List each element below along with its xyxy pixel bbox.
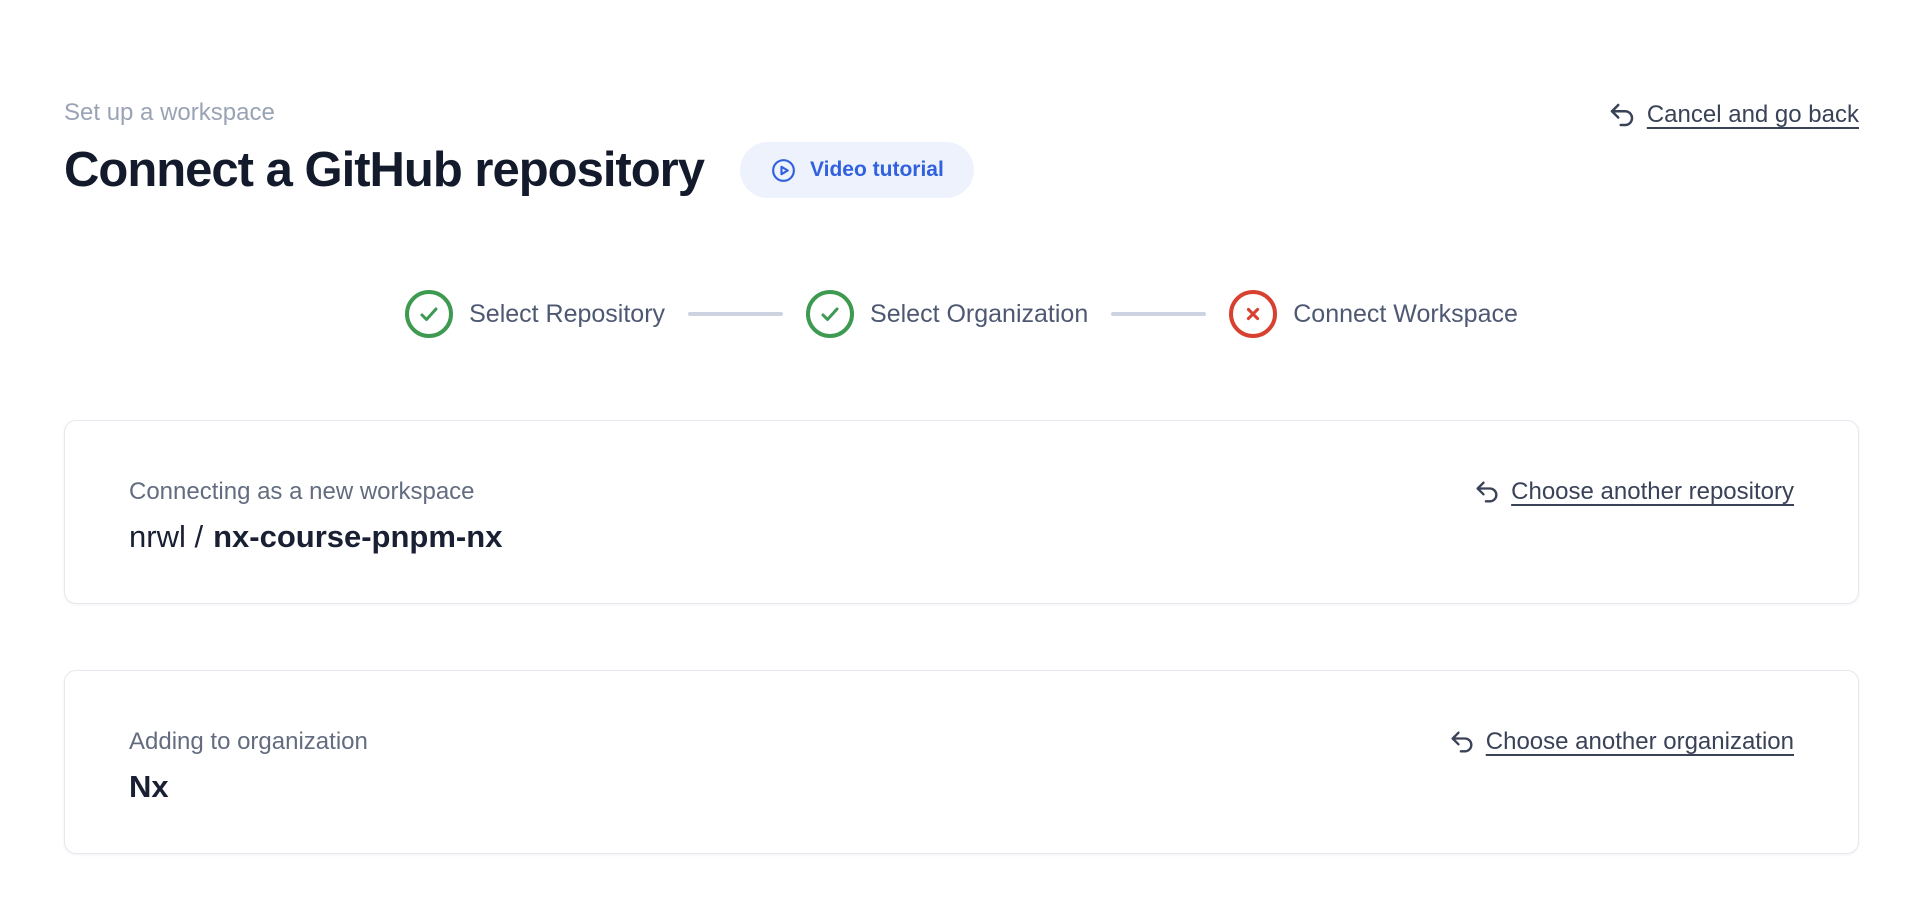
step-label: Select Organization (870, 299, 1089, 328)
organization-card-label: Adding to organization (129, 728, 368, 755)
undo-arrow-icon (1607, 100, 1637, 130)
step-label: Connect Workspace (1293, 299, 1518, 328)
repository-repo: nx-course-pnpm-nx (213, 519, 503, 554)
step-connect-workspace: Connect Workspace (1229, 290, 1518, 338)
title-row: Connect a GitHub repository Video tutori… (64, 140, 974, 200)
eyebrow-text: Set up a workspace (64, 99, 275, 126)
setup-workspace-page: Set up a workspace Connect a GitHub repo… (64, 0, 1859, 854)
step-connector (688, 312, 784, 316)
choose-another-repository-label: Choose another repository (1511, 478, 1794, 505)
undo-arrow-icon (1473, 478, 1501, 506)
organization-card-info: Adding to organization Nx (129, 727, 368, 805)
step-select-repository: Select Repository (405, 290, 665, 338)
x-circle-icon (1229, 290, 1278, 338)
organization-name: Nx (129, 769, 368, 805)
organization-card: Adding to organization Nx Choose another… (64, 670, 1859, 854)
step-select-organization: Select Organization (806, 290, 1088, 338)
play-circle-icon (770, 157, 797, 184)
undo-arrow-icon (1448, 728, 1476, 756)
choose-another-repository-link[interactable]: Choose another repository (1473, 477, 1794, 507)
organization-name-value: Nx (129, 769, 169, 804)
check-circle-icon (405, 290, 454, 338)
repository-card-label: Connecting as a new workspace (129, 478, 475, 505)
repository-card: Connecting as a new workspace nrwl / nx-… (64, 420, 1859, 604)
page-header: Set up a workspace Connect a GitHub repo… (64, 0, 1859, 200)
step-connector (1111, 312, 1207, 316)
repository-owner: nrwl / (129, 519, 204, 554)
repository-name: nrwl / nx-course-pnpm-nx (129, 519, 502, 555)
choose-another-organization-link[interactable]: Choose another organization (1448, 727, 1794, 757)
page-title: Connect a GitHub repository (64, 143, 705, 197)
cancel-link-label: Cancel and go back (1646, 101, 1859, 128)
video-tutorial-button[interactable]: Video tutorial (740, 142, 974, 198)
stepper: Select Repository Select Organization Co… (64, 290, 1859, 338)
repository-card-info: Connecting as a new workspace nrwl / nx-… (129, 477, 502, 555)
video-tutorial-label: Video tutorial (810, 158, 944, 181)
cancel-and-go-back-link[interactable]: Cancel and go back (1607, 100, 1859, 130)
choose-another-organization-label: Choose another organization (1485, 728, 1794, 755)
step-label: Select Repository (469, 299, 666, 328)
check-circle-icon (806, 290, 855, 338)
header-left: Set up a workspace Connect a GitHub repo… (64, 98, 974, 200)
